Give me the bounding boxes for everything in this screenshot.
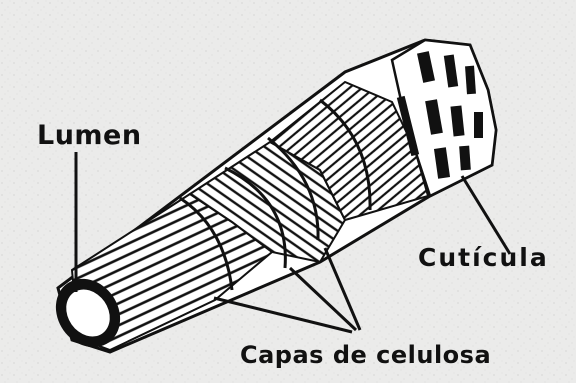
capas-label: Capas de celulosa: [240, 343, 491, 367]
cuticula-label: Cutícula: [418, 245, 549, 270]
lumen-label: Lumen: [37, 122, 142, 149]
